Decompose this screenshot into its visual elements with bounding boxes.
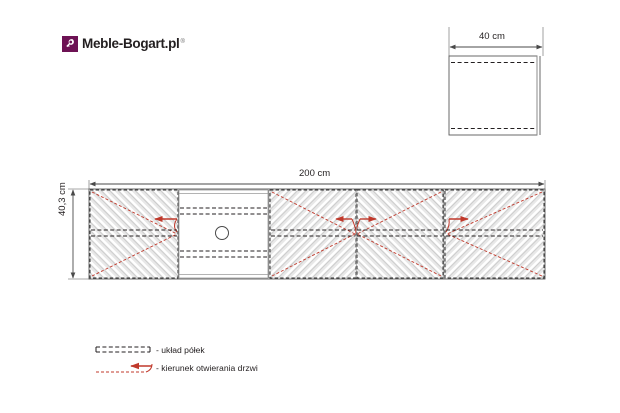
brand-logo-name: Meble-Bogart.pl bbox=[82, 36, 180, 52]
section-center-right-door[interactable] bbox=[351, 189, 444, 279]
right-door-hinge-arc bbox=[445, 218, 450, 233]
legend-shelves-symbol bbox=[95, 346, 151, 353]
legend-shelves-label: - układ półek bbox=[156, 345, 205, 355]
cable-hole bbox=[215, 226, 229, 240]
left-door-swing-upper bbox=[91, 191, 178, 235]
section-center-left-door[interactable] bbox=[269, 189, 357, 279]
center-right-door-outline-dashed bbox=[356, 189, 444, 279]
right-door-outline-dashed bbox=[444, 189, 545, 279]
center-left-swing-lower bbox=[271, 233, 356, 277]
center-left-door-panel[interactable] bbox=[270, 190, 356, 278]
left-door-outline-dashed bbox=[89, 189, 179, 279]
right-door-swing-lower bbox=[446, 233, 543, 277]
left-door-panel[interactable] bbox=[90, 190, 178, 278]
section-right-door[interactable] bbox=[444, 189, 545, 279]
legend-doors-symbol bbox=[96, 362, 153, 373]
side-elevation bbox=[448, 27, 544, 136]
section-left-door[interactable] bbox=[89, 189, 179, 279]
legend-doors-label: - kierunek otwierania drzwi bbox=[156, 363, 258, 373]
side-body-outline bbox=[448, 55, 538, 136]
left-door-hinge-arc bbox=[174, 218, 178, 233]
left-door-swing-lower bbox=[91, 233, 178, 277]
side-width-label: 40 cm bbox=[479, 31, 505, 42]
section-open-shelf-bay bbox=[178, 189, 269, 279]
right-door-panel[interactable] bbox=[445, 190, 544, 278]
front-height-label: 40,3 cm bbox=[57, 182, 68, 216]
front-width-label: 200 cm bbox=[299, 168, 331, 179]
right-door-swing-upper bbox=[446, 191, 543, 235]
center-left-swing-upper bbox=[271, 191, 356, 235]
registered-trademark-icon: ® bbox=[180, 38, 185, 45]
side-width-dimension bbox=[448, 27, 544, 56]
brand-logo[interactable]: Meble-Bogart.pl® bbox=[62, 36, 185, 52]
brand-logo-text: Meble-Bogart.pl® bbox=[82, 37, 185, 51]
meble-bogart-mark-icon bbox=[62, 36, 78, 52]
center-right-swing-lower bbox=[356, 233, 442, 277]
center-right-swing-upper bbox=[356, 191, 442, 235]
front-height-dimension bbox=[68, 188, 92, 280]
center-right-door-panel[interactable] bbox=[357, 190, 443, 278]
